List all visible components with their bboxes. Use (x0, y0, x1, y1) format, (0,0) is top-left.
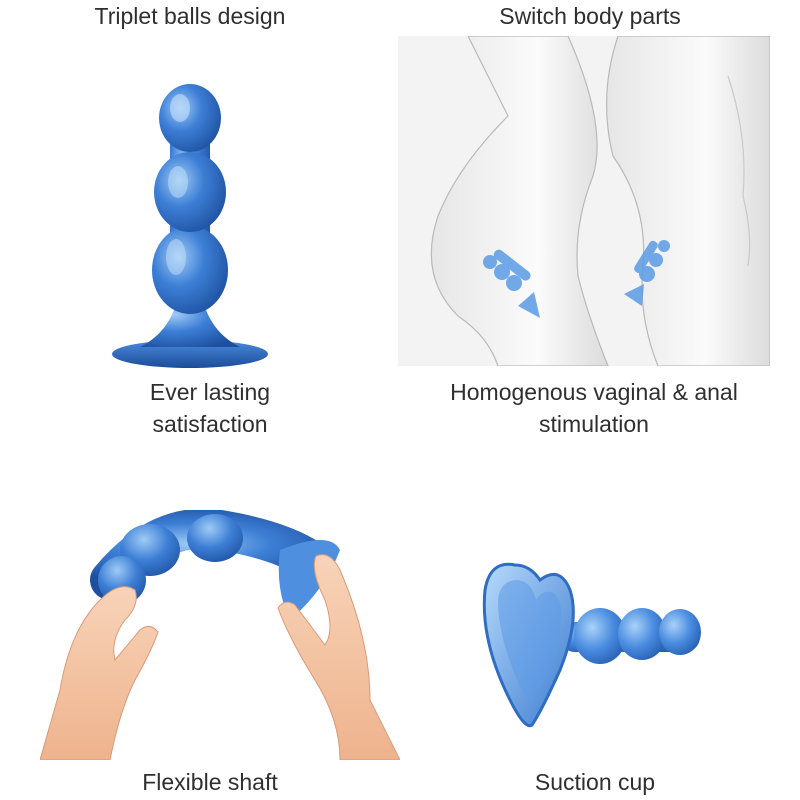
body-illustration (398, 36, 770, 366)
panel-title-switch: Switch body parts (499, 3, 681, 29)
triplet-product-image (100, 42, 280, 372)
suction-cup-image (470, 560, 720, 740)
caption-line-1: Ever lasting (149, 379, 271, 405)
hands-flexing-product-image (40, 510, 400, 760)
caption-line-1: Homogenous vaginal & anal (450, 379, 738, 405)
panel-title-triplet: Triplet balls design (94, 3, 286, 29)
caption-homogenous: Homogenous vaginal & anal stimulation (398, 376, 790, 440)
caption-suction-cup: Suction cup (534, 769, 656, 795)
caption-line-2: stimulation (539, 411, 649, 437)
caption-line-2: satisfaction (152, 411, 268, 437)
caption-flexible-shaft: Flexible shaft (142, 769, 278, 795)
caption-ever-lasting: Ever lasting satisfaction (20, 376, 400, 440)
mini-toy-right (624, 240, 670, 306)
mini-toy-left (483, 249, 540, 318)
